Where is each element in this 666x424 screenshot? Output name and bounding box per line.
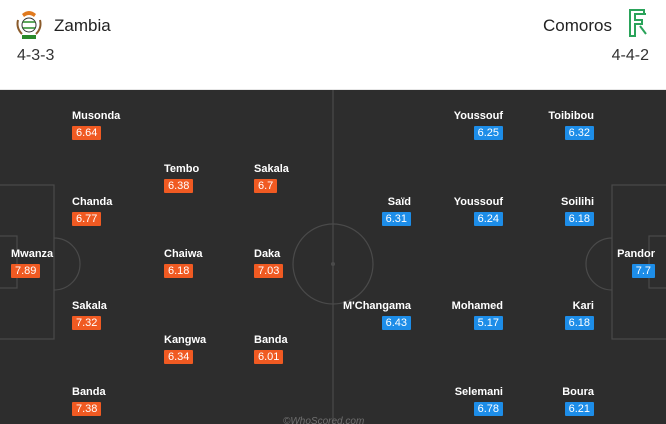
player-rating: 6.18	[564, 316, 594, 330]
zambia-crest-icon	[16, 11, 42, 39]
player-name: Kari	[572, 300, 594, 312]
home-formation: 4-3-3	[17, 47, 55, 64]
player-name: Daka	[254, 248, 281, 260]
pitch-markings	[0, 90, 666, 424]
player-name: Saïd	[387, 196, 411, 208]
away-team-name[interactable]: Comoros	[543, 16, 612, 35]
player-name: M'Changama	[342, 300, 411, 312]
match-header: Zambia 4-3-3 Comoros 4-4-2	[0, 0, 666, 90]
watermark: ©WhoScored.com	[283, 416, 365, 424]
player-name: Toibibou	[548, 110, 594, 122]
player-name: Boura	[562, 386, 594, 398]
player-rating: 6.34	[164, 350, 194, 364]
player-rating: 6.25	[473, 126, 503, 140]
player-rating: 6.7	[254, 179, 278, 193]
player-name: Sakala	[254, 163, 289, 175]
player-rating: 6.32	[564, 126, 594, 140]
player-rating: 6.24	[473, 212, 503, 226]
player-rating: 6.77	[72, 212, 102, 226]
player-rating: 7.89	[11, 264, 41, 278]
player-rating: 6.18	[564, 212, 594, 226]
player-name: Youssouf	[453, 110, 503, 122]
player-rating: 7.03	[254, 264, 284, 278]
player-rating: 6.21	[564, 402, 594, 416]
player-name: Sakala	[72, 300, 107, 312]
player-rating: 7.7	[631, 264, 655, 278]
player-name: Youssouf	[453, 196, 503, 208]
pitch: Musonda 6.64 Tembo 6.38 Sakala 6.7 Chand…	[0, 90, 666, 424]
player-rating: 7.38	[72, 402, 102, 416]
comoros-crest-icon	[629, 9, 647, 37]
player-rating: 6.38	[164, 179, 194, 193]
player-name: Tembo	[164, 163, 200, 175]
player-name: Banda	[254, 334, 288, 346]
player-name: Kangwa	[164, 334, 207, 346]
player-name: Mwanza	[11, 248, 54, 260]
player-rating: 6.01	[254, 350, 284, 364]
player-name: Pandor	[617, 248, 655, 260]
player-rating: 6.78	[473, 402, 503, 416]
player-name: Chanda	[72, 196, 113, 208]
player-rating: 6.31	[381, 212, 411, 226]
player-rating: 6.43	[381, 316, 411, 330]
player-rating: 6.18	[164, 264, 194, 278]
player-rating: 5.17	[473, 316, 503, 330]
home-team-name[interactable]: Zambia	[54, 16, 111, 35]
player-name: Musonda	[72, 110, 121, 122]
player-name: Banda	[72, 386, 106, 398]
player-rating: 6.64	[72, 126, 102, 140]
player-name: Chaiwa	[164, 248, 203, 260]
player-name: Selemani	[454, 386, 503, 398]
player-name: Mohamed	[451, 300, 503, 312]
player-name: Soilihi	[561, 196, 594, 208]
player-rating: 7.32	[72, 316, 102, 330]
away-formation: 4-4-2	[611, 47, 649, 64]
